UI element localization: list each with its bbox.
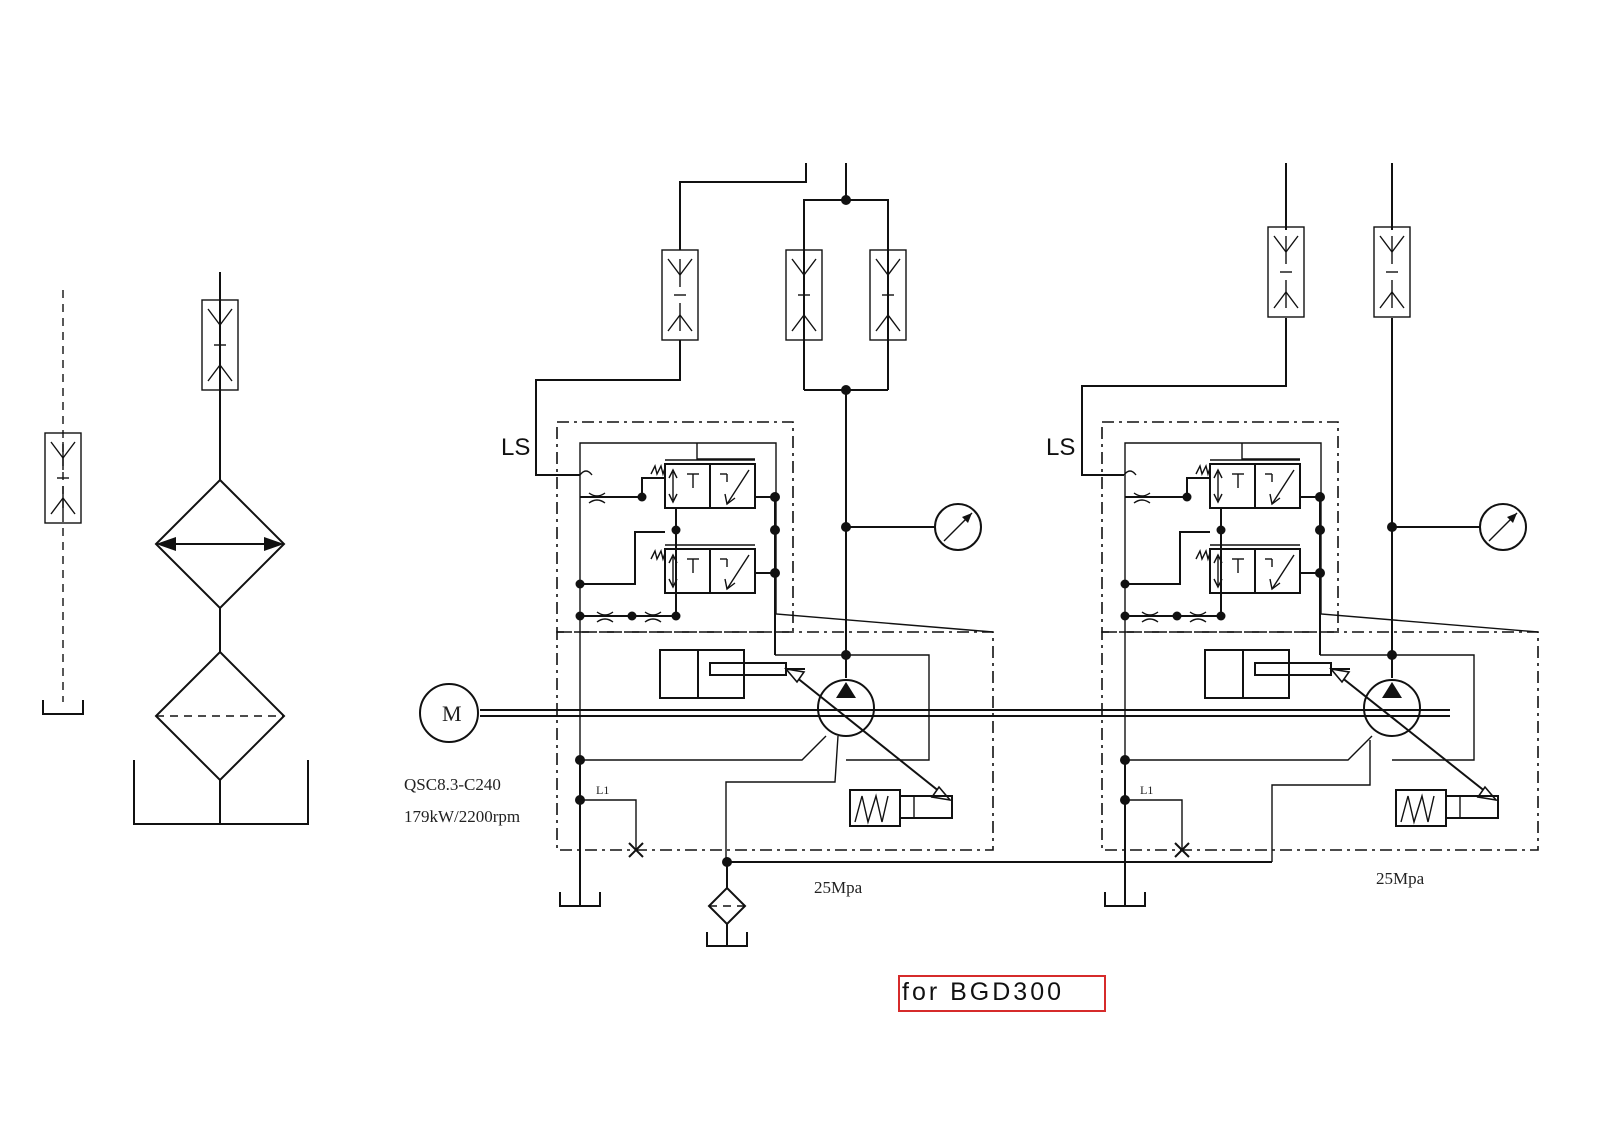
pressure-label-left: 25Mpa: [814, 878, 863, 897]
drive-shaft: [480, 709, 1450, 717]
pump-unit-2: [1081, 163, 1539, 907]
pump-unit-1: [535, 163, 1371, 947]
motor-label: M: [442, 701, 462, 726]
pressure-label-right: 25Mpa: [1376, 869, 1425, 888]
motor-symbol: [419, 683, 479, 743]
model-tag-box: [898, 975, 1106, 1012]
engine-power-label: 179kW/2200rpm: [404, 807, 520, 826]
l1-label-left: L1: [596, 783, 609, 797]
l1-label-right: L1: [1140, 783, 1153, 797]
left-coupling-assembly: [42, 290, 84, 715]
engine-model-label: QSC8.3-C240: [404, 775, 501, 794]
ls-label-left: LS: [501, 434, 530, 461]
model-tag-text: for BGD300: [902, 978, 1065, 1006]
cooler-filter-assembly: [133, 272, 309, 825]
ls-label-right: LS: [1046, 434, 1075, 461]
